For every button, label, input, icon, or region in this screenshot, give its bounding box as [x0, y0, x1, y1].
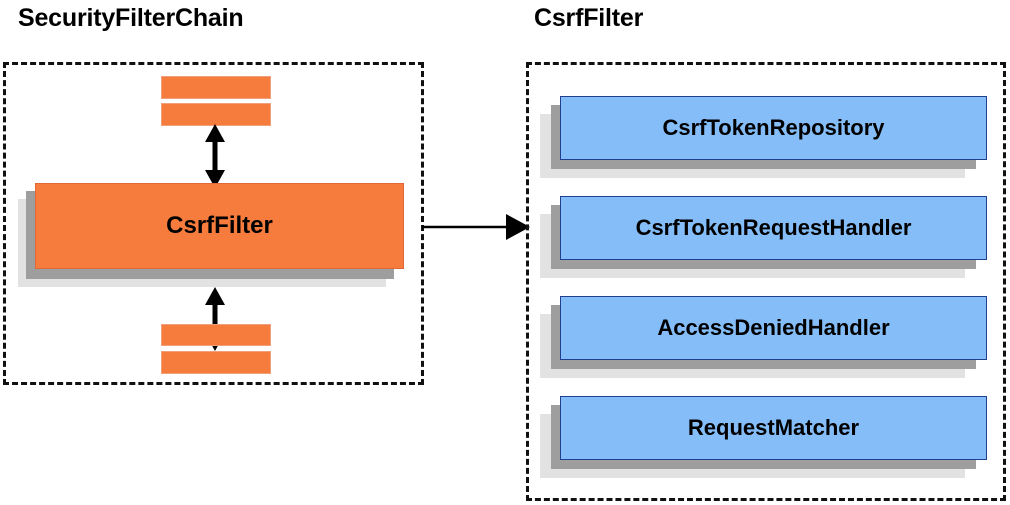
collaborator-box: AccessDeniedHandler — [540, 296, 987, 378]
collaborator-box-label: AccessDeniedHandler — [560, 296, 987, 360]
collaborator-box: RequestMatcher — [540, 396, 987, 478]
csrf-filter-box-label: CsrfFilter — [35, 183, 404, 269]
panel-title-csrf-filter: CsrfFilter — [534, 4, 644, 32]
collaborator-box: CsrfTokenRepository — [540, 96, 987, 178]
filter-bar-below-1 — [161, 324, 271, 346]
filter-bar-below-2 — [161, 351, 271, 374]
double-arrow-upstream-icon — [205, 124, 225, 188]
panel-csrf-filter — [526, 62, 1006, 501]
panel-title-security-filter-chain: SecurityFilterChain — [18, 4, 244, 32]
collaborator-box: CsrfTokenRequestHandler — [540, 196, 987, 278]
panel-security-filter-chain — [3, 62, 424, 385]
collaborator-box-label: RequestMatcher — [560, 396, 987, 460]
connector-arrow-right-icon — [422, 214, 530, 240]
filter-bar-above-2 — [161, 103, 271, 126]
csrf-filter-box: CsrfFilter — [18, 183, 404, 287]
filter-bar-above-1 — [161, 76, 271, 99]
collaborator-box-label: CsrfTokenRepository — [560, 96, 987, 160]
collaborator-box-label: CsrfTokenRequestHandler — [560, 196, 987, 260]
